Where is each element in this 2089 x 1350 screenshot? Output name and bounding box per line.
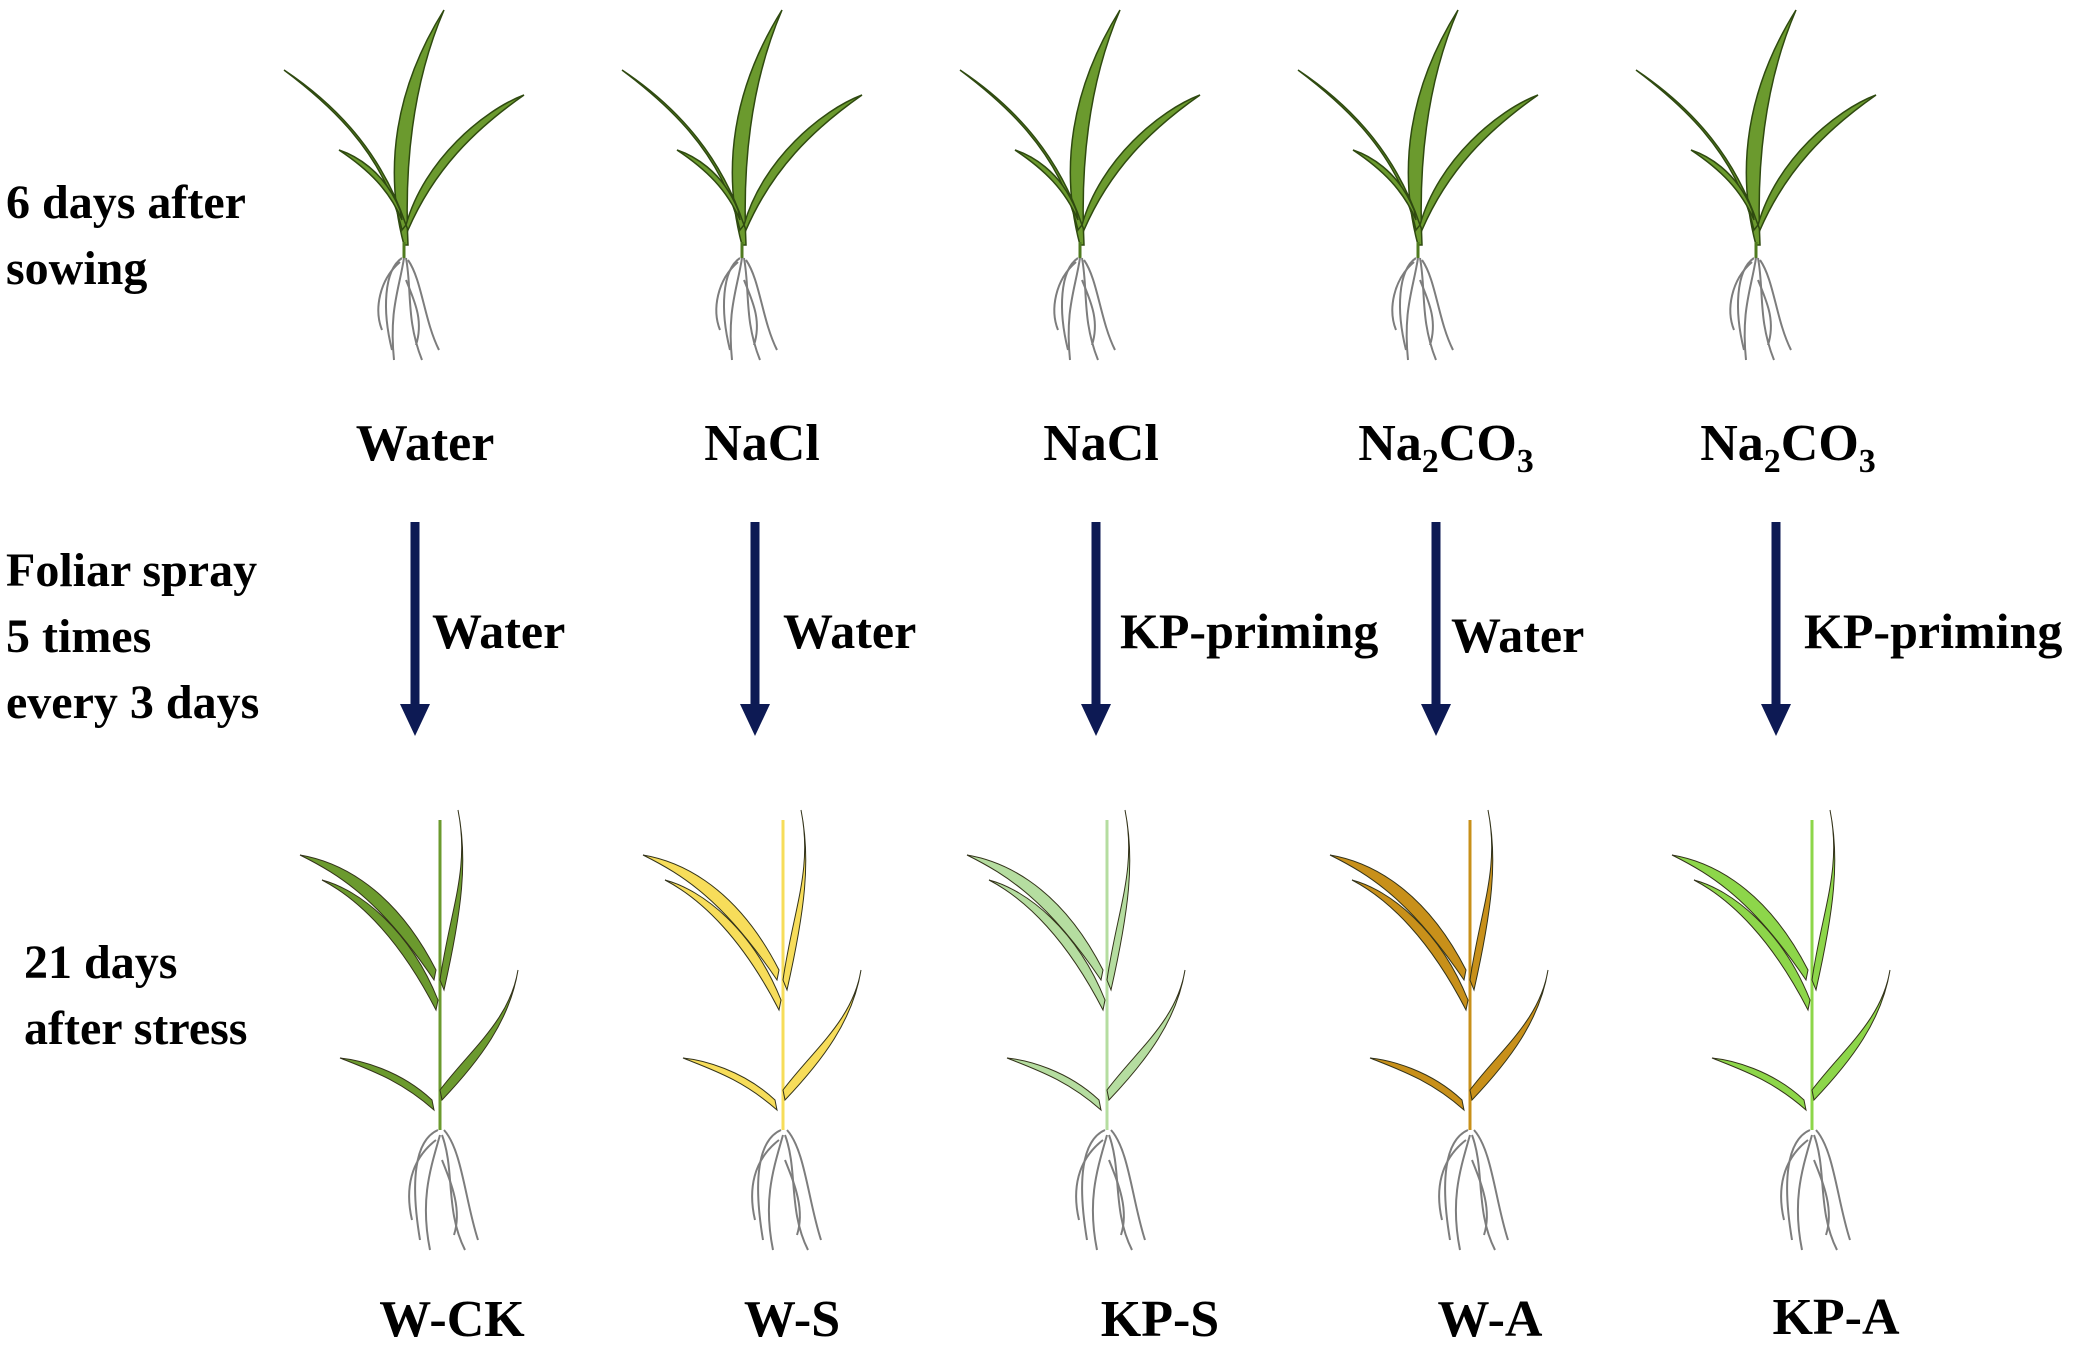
treatment-label-water: Water [356, 414, 495, 473]
seedling-na2co3-2 [1634, 8, 1878, 362]
seedling-water [282, 8, 526, 362]
plant-kp-s [965, 808, 1187, 1252]
plant-w-s [641, 808, 863, 1252]
spray-label: Water [1451, 607, 1585, 663]
spray-arrow [1761, 522, 1791, 736]
spray-arrow [1081, 522, 1111, 736]
stage-line: every 3 days [6, 676, 260, 729]
group-label: W-S [743, 1291, 841, 1348]
seedling-nacl [620, 8, 864, 362]
treatment-label-na2co3: Na2CO3 [1358, 414, 1534, 480]
seedling-na2co3 [1296, 8, 1540, 362]
spray-arrow [740, 522, 770, 736]
spray-label: KP-priming [1804, 603, 2063, 659]
spray-label: KP-priming [1120, 603, 1379, 659]
treatment-label-nacl: NaCl [704, 414, 820, 473]
treatment-label-nacl: NaCl [1043, 414, 1159, 473]
stage-line: 6 days after [6, 176, 246, 229]
stage-line: sowing [6, 242, 148, 295]
spray-arrows [400, 522, 1791, 736]
treatment-subscript: 3 [1516, 442, 1534, 480]
stage-line: 21 days [24, 936, 178, 989]
treatment-text-tail: CO3 [1780, 415, 1876, 480]
stage-line: Foliar spray [6, 544, 258, 597]
seedling-row [282, 8, 1878, 362]
treatment-text: Na [1700, 415, 1764, 472]
group-label: W-A [1437, 1291, 1543, 1348]
treatment-subscript: 3 [1858, 442, 1876, 480]
treatment-text: Na [1358, 415, 1422, 472]
treatment-text: NaCl [704, 415, 820, 472]
spray-label: Water [783, 603, 917, 659]
group-label: KP-S [1100, 1291, 1220, 1348]
seedling-nacl-2 [958, 8, 1202, 362]
plant-w-a [1328, 808, 1550, 1252]
spray-label: Water [432, 603, 566, 659]
treatment-subscript: 2 [1763, 442, 1781, 480]
plant-kp-a [1670, 808, 1892, 1252]
stage-label-stress: 21 days after stress [24, 930, 247, 1062]
treatment-label-na2co3: Na2CO3 [1700, 414, 1876, 480]
stage-label-sowing: 6 days after sowing [6, 170, 246, 302]
treatment-subscript: 2 [1421, 442, 1439, 480]
treatment-text: Water [355, 415, 495, 472]
spray-arrow [400, 522, 430, 736]
stage-line: after stress [24, 1002, 248, 1055]
treatment-text-tail: CO3 [1438, 415, 1534, 480]
spray-arrow [1421, 522, 1451, 736]
treatment-text: NaCl [1043, 415, 1159, 472]
stressed-row [298, 808, 1892, 1252]
stage-label-spray: Foliar spray 5 times every 3 days [6, 538, 259, 736]
group-label: KP-A [1772, 1289, 1900, 1346]
group-label: W-CK [379, 1291, 525, 1348]
plant-w-ck [298, 808, 520, 1252]
stage-line: 5 times [6, 610, 152, 663]
